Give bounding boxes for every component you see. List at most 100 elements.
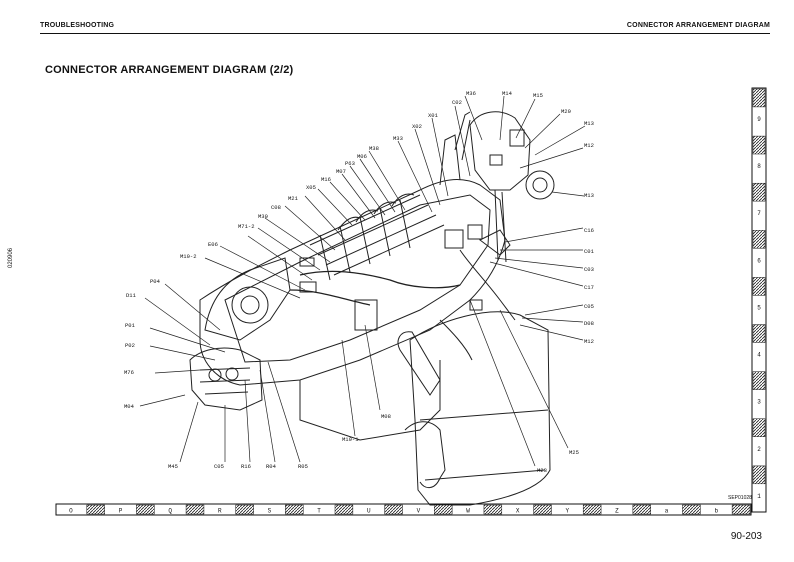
- label-p63: P63: [345, 160, 355, 167]
- grid-hatch-block: [752, 230, 766, 249]
- label-c02: C02: [452, 99, 462, 106]
- label-m25: M25: [569, 449, 579, 456]
- grid-hatch-block: [136, 504, 155, 515]
- grid-hatch-block: [285, 504, 304, 515]
- page-number: 90-203: [730, 531, 762, 542]
- grid-col-label: O: [69, 508, 73, 515]
- label-r05: R05: [298, 463, 308, 470]
- grid-col-label: V: [417, 508, 421, 515]
- label-p02: P02: [125, 342, 135, 349]
- label-m16: M16: [321, 176, 331, 183]
- label-p04: P04: [150, 278, 161, 285]
- grid-hatch-block: [731, 504, 751, 515]
- page-header: TROUBLESHOOTING CONNECTOR ARRANGEMENT DI…: [40, 22, 770, 36]
- label-m21: M21: [288, 195, 299, 202]
- label-r04: R04: [266, 463, 277, 470]
- grid-col-label: b: [714, 508, 718, 515]
- grid-col-label: U: [367, 508, 371, 515]
- label-m71-2: M71-2: [238, 223, 255, 230]
- label-m20: M20: [561, 108, 571, 115]
- header-chapter: CONNECTOR ARRANGEMENT DIAGRAM: [626, 22, 770, 29]
- grid-col-label: a: [665, 508, 669, 515]
- grid-col-label: Y: [566, 508, 570, 515]
- grid-row-label: 9: [757, 116, 761, 123]
- label-m06: M06: [357, 153, 367, 160]
- grid-hatch-block: [682, 504, 701, 515]
- grid-hatch-block: [483, 504, 503, 515]
- label-m10-1: M10-1: [342, 436, 359, 443]
- label-m33: M33: [393, 135, 403, 142]
- grid-col-label: S: [268, 508, 272, 515]
- label-c05-right: C05: [584, 303, 594, 310]
- grid-hatch-block: [434, 504, 453, 515]
- label-x05: X05: [306, 184, 316, 191]
- label-m10-2: M10-2: [180, 253, 197, 260]
- label-m23: M23: [537, 467, 547, 474]
- grid-hatch-block: [752, 277, 766, 296]
- label-m38: M38: [369, 145, 379, 152]
- label-c03: C03: [584, 266, 594, 273]
- grid-hatch-block: [533, 504, 552, 515]
- page-title: CONNECTOR ARRANGEMENT DIAGRAM (2/2): [45, 64, 294, 76]
- grid-col-label: P: [119, 508, 123, 515]
- grid-row-label: 1: [757, 493, 761, 500]
- grid-hatch-block: [185, 504, 205, 515]
- grid-row-label: 8: [757, 163, 761, 170]
- grid-hatch-block: [752, 465, 766, 485]
- label-m13: M13: [584, 120, 594, 127]
- grid-hatch-block: [235, 504, 254, 515]
- grid-row-label: 4: [757, 352, 761, 359]
- label-m30: M30: [258, 213, 268, 220]
- label-m13-right: M13: [584, 192, 594, 199]
- right-grid: 9 8 7 6 5 4 3 2 1: [751, 87, 767, 513]
- grid-hatch-block: [334, 504, 354, 515]
- ref-code: SEP01028: [728, 495, 752, 501]
- label-m07: M07: [336, 168, 346, 175]
- leader-lines: [139, 95, 586, 467]
- label-m12-top: M12: [584, 142, 594, 149]
- label-r16: R16: [241, 463, 251, 470]
- grid-row-label: 2: [757, 446, 761, 453]
- label-c17: C17: [584, 284, 594, 291]
- grid-hatch-block: [632, 504, 651, 515]
- label-x02: X02: [412, 123, 422, 130]
- label-m15: M15: [533, 92, 543, 99]
- label-m45: M45: [168, 463, 178, 470]
- grid-row-label: 6: [757, 257, 761, 264]
- label-m04: M04: [124, 403, 135, 410]
- label-e06: E06: [208, 241, 218, 248]
- grid-hatch-block: [752, 135, 766, 155]
- label-m76: M76: [124, 369, 134, 376]
- grid-col-label: R: [218, 508, 222, 515]
- label-p01: P01: [125, 322, 136, 329]
- grid-col-label: T: [317, 508, 321, 515]
- grid-col-label: Z: [615, 508, 619, 515]
- grid-hatch-block: [384, 504, 403, 515]
- connector-labels: M36 M14 M15 M20 M13 X01 C02 X02 M33 M12 …: [124, 90, 595, 474]
- label-m36: M36: [466, 90, 476, 97]
- grid-hatch-block: [752, 182, 766, 202]
- header-section: TROUBLESHOOTING: [40, 22, 115, 29]
- grid-hatch-block: [752, 371, 766, 390]
- label-c05-bottom: C05: [214, 463, 224, 470]
- label-c16: C16: [584, 227, 594, 234]
- header-rule: [40, 33, 770, 34]
- grid-col-label: X: [516, 508, 520, 515]
- grid-row-label: 3: [757, 399, 761, 406]
- grid-hatch-block: [86, 504, 105, 515]
- grid-hatch-block: [752, 418, 766, 437]
- engine-illustration: [189, 111, 555, 506]
- grid-hatch-block: [752, 88, 766, 108]
- grid-row-label: 7: [757, 210, 761, 217]
- grid-col-label: W: [466, 508, 470, 515]
- grid-row-label: 5: [757, 304, 761, 311]
- label-m12-lower: M12: [584, 338, 594, 345]
- label-m14: M14: [502, 90, 513, 97]
- label-c01: C01: [584, 248, 595, 255]
- label-d11: D11: [126, 292, 137, 299]
- grid-col-label: Q: [168, 508, 172, 515]
- grid-hatch-block: [752, 324, 766, 343]
- label-x01: X01: [428, 112, 439, 119]
